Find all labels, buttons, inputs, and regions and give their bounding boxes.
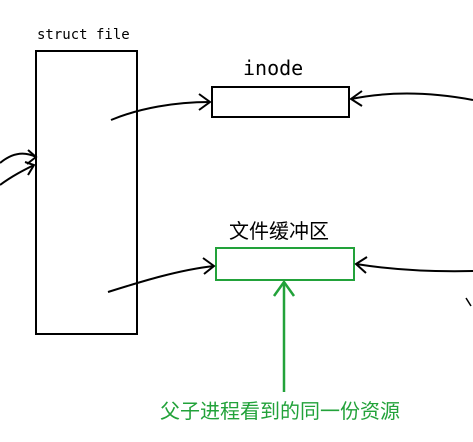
inode-box xyxy=(211,86,350,118)
incoming-arrow-upper-head xyxy=(26,149,38,165)
stray-mark xyxy=(465,297,472,307)
incoming-arrow-lower-head xyxy=(24,161,36,176)
struct-file-box xyxy=(35,50,138,335)
struct-file-label: struct file xyxy=(37,27,130,43)
arrow-right-to-file-buffer-head xyxy=(354,256,368,274)
arrow-to-file-buffer-head xyxy=(202,257,216,275)
incoming-arrow-lower xyxy=(0,164,35,186)
arrow-right-to-inode-head xyxy=(349,90,363,107)
file-buffer-highlight xyxy=(215,247,355,281)
shared-pointer-arrow-head xyxy=(272,279,296,297)
arrow-to-inode xyxy=(110,101,211,121)
file-buffer-box xyxy=(215,247,355,281)
arrow-right-to-inode xyxy=(350,92,473,101)
file-buffer-label: 文件缓冲区 xyxy=(229,219,329,243)
arrow-to-inode-head xyxy=(198,93,212,111)
inode-label: inode xyxy=(243,56,303,80)
incoming-arrow-upper xyxy=(0,152,37,164)
arrow-to-file-buffer xyxy=(107,265,215,293)
arrow-right-to-file-buffer xyxy=(355,263,473,273)
shared-resource-note: 父子进程看到的同一份资源 xyxy=(160,399,400,423)
